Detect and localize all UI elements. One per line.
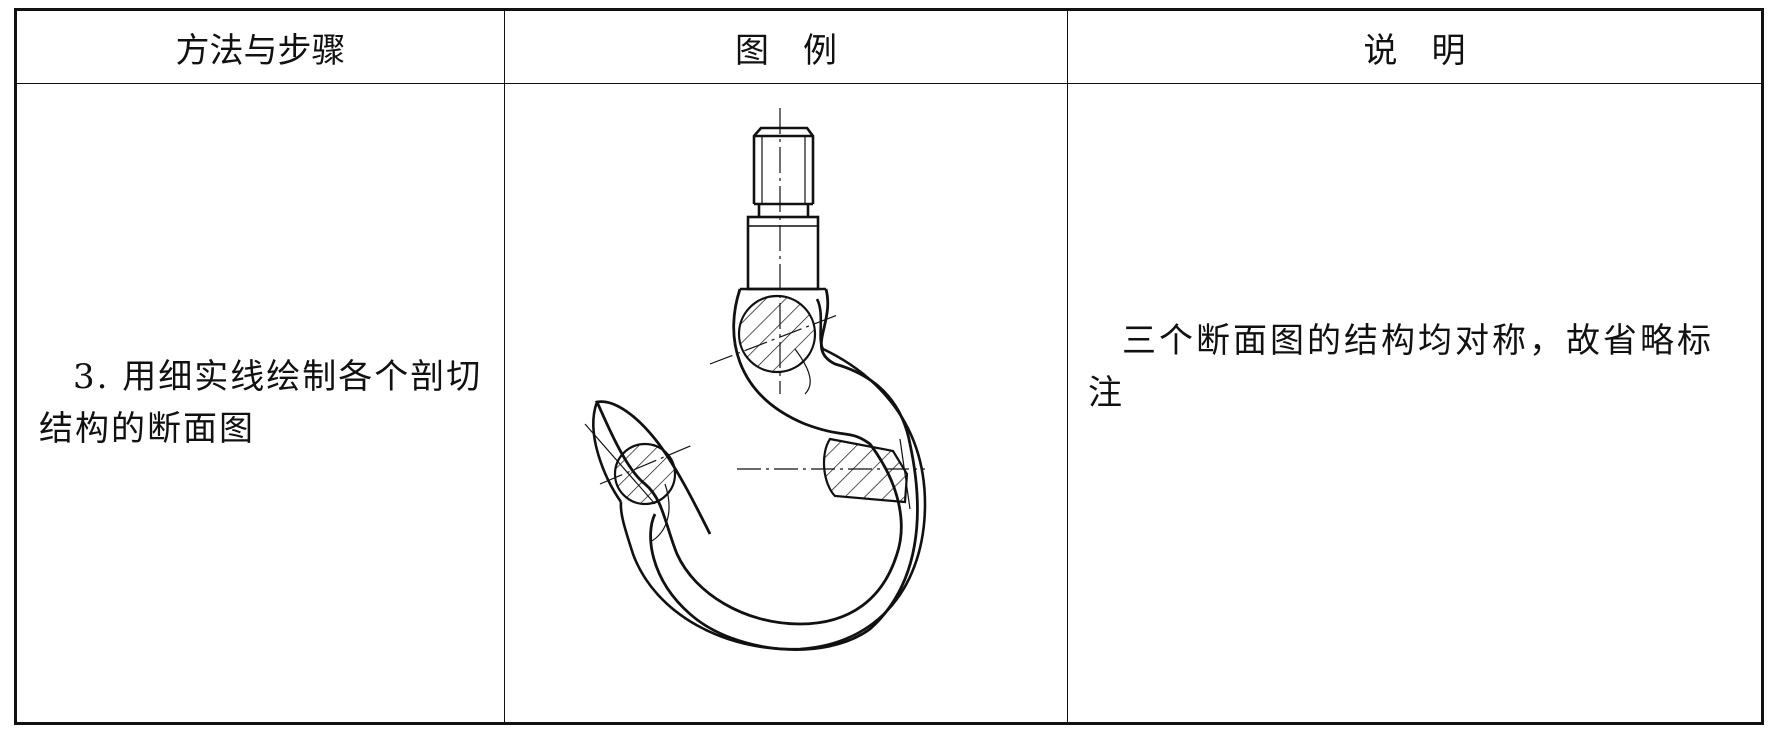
table-header-row: 方法与步骤 图 例 说 明 [15,9,1763,84]
side-section [737,437,925,510]
figure-cell [504,83,1068,724]
method-text: 3. 用细实线绘制各个剖切结构的断面图 [39,357,483,449]
method-cell: 3. 用细实线绘制各个剖切结构的断面图 [15,83,505,724]
table-row: 3. 用细实线绘制各个剖切结构的断面图 [15,83,1763,724]
note-text: 三个断面图的结构均对称，故省略标注 [1088,321,1714,413]
shank-body [740,215,826,291]
header-figure: 图 例 [504,9,1068,84]
upper-section [709,294,841,395]
hook-outer-rim [619,298,927,651]
hook-outer-contour [594,288,903,626]
tip-section [584,423,696,543]
thread-section [752,126,815,217]
header-note: 说 明 [1067,9,1763,84]
method-table: 方法与步骤 图 例 说 明 3. 用细实线绘制各个剖切结构的断面图 [14,8,1764,725]
crane-hook-section-drawing-icon [584,108,927,651]
hook-tip [592,401,623,503]
hook-inner-contour [649,288,919,651]
header-method: 方法与步骤 [15,9,505,84]
note-cell: 三个断面图的结构均对称，故省略标注 [1067,83,1763,724]
